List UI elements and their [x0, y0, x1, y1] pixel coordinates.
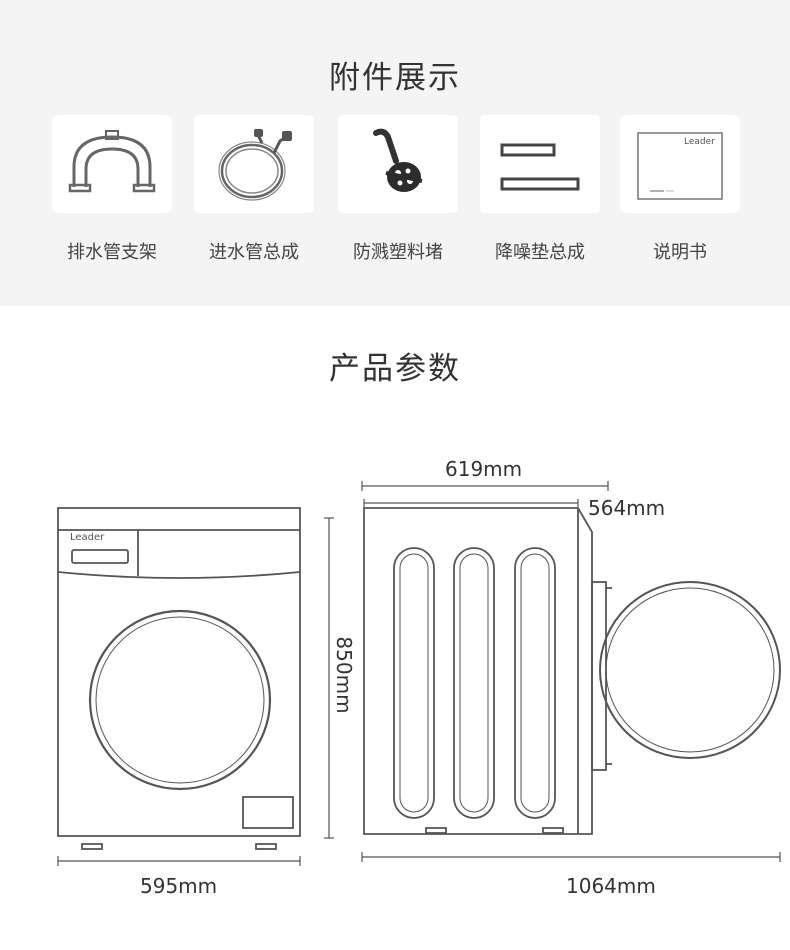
- dimension-width: 595mm: [140, 874, 218, 898]
- dimension-lines: [57, 481, 781, 866]
- washer-brand-logo: Leader: [70, 532, 105, 543]
- drain-hose-bracket-icon: [68, 130, 156, 193]
- accessory-label: 排水管支架: [67, 242, 157, 263]
- splash-plug-icon: [373, 128, 423, 192]
- accessory-card-inlet-hose: 进水管总成: [194, 115, 314, 263]
- manual-brand-logo: Leader: [684, 137, 715, 147]
- accessory-card-manual: Leader 说明书: [620, 115, 740, 263]
- accessory-card-noise-pad: 降噪垫总成: [480, 115, 600, 263]
- dimension-depth-body: 564mm: [588, 496, 666, 520]
- parameters-title: 产品参数: [329, 351, 461, 387]
- accessory-card-splash-plug: 防溅塑料堵: [338, 115, 458, 263]
- accessory-label: 进水管总成: [209, 242, 299, 263]
- manual-icon: [637, 132, 723, 200]
- accessory-card-drain-bracket: 排水管支架: [52, 115, 172, 263]
- dimension-depth-with-door: 619mm: [445, 457, 523, 481]
- noise-pad-icon: [500, 143, 580, 191]
- accessory-label: 降噪垫总成: [495, 242, 585, 263]
- accessory-label: 防溅塑料堵: [353, 242, 443, 263]
- inlet-hose-icon: [218, 129, 292, 201]
- washer-side-view: [363, 507, 781, 835]
- accessories-title: 附件展示: [329, 60, 461, 96]
- accessories-list: 排水管支架 进水管总成 防溅塑料堵 降: [52, 115, 742, 275]
- dimension-height: 850mm: [332, 636, 356, 714]
- accessory-label: 说明书: [653, 242, 707, 263]
- washer-front-view: [57, 507, 301, 850]
- dimension-depth-door-open: 1064mm: [566, 874, 656, 898]
